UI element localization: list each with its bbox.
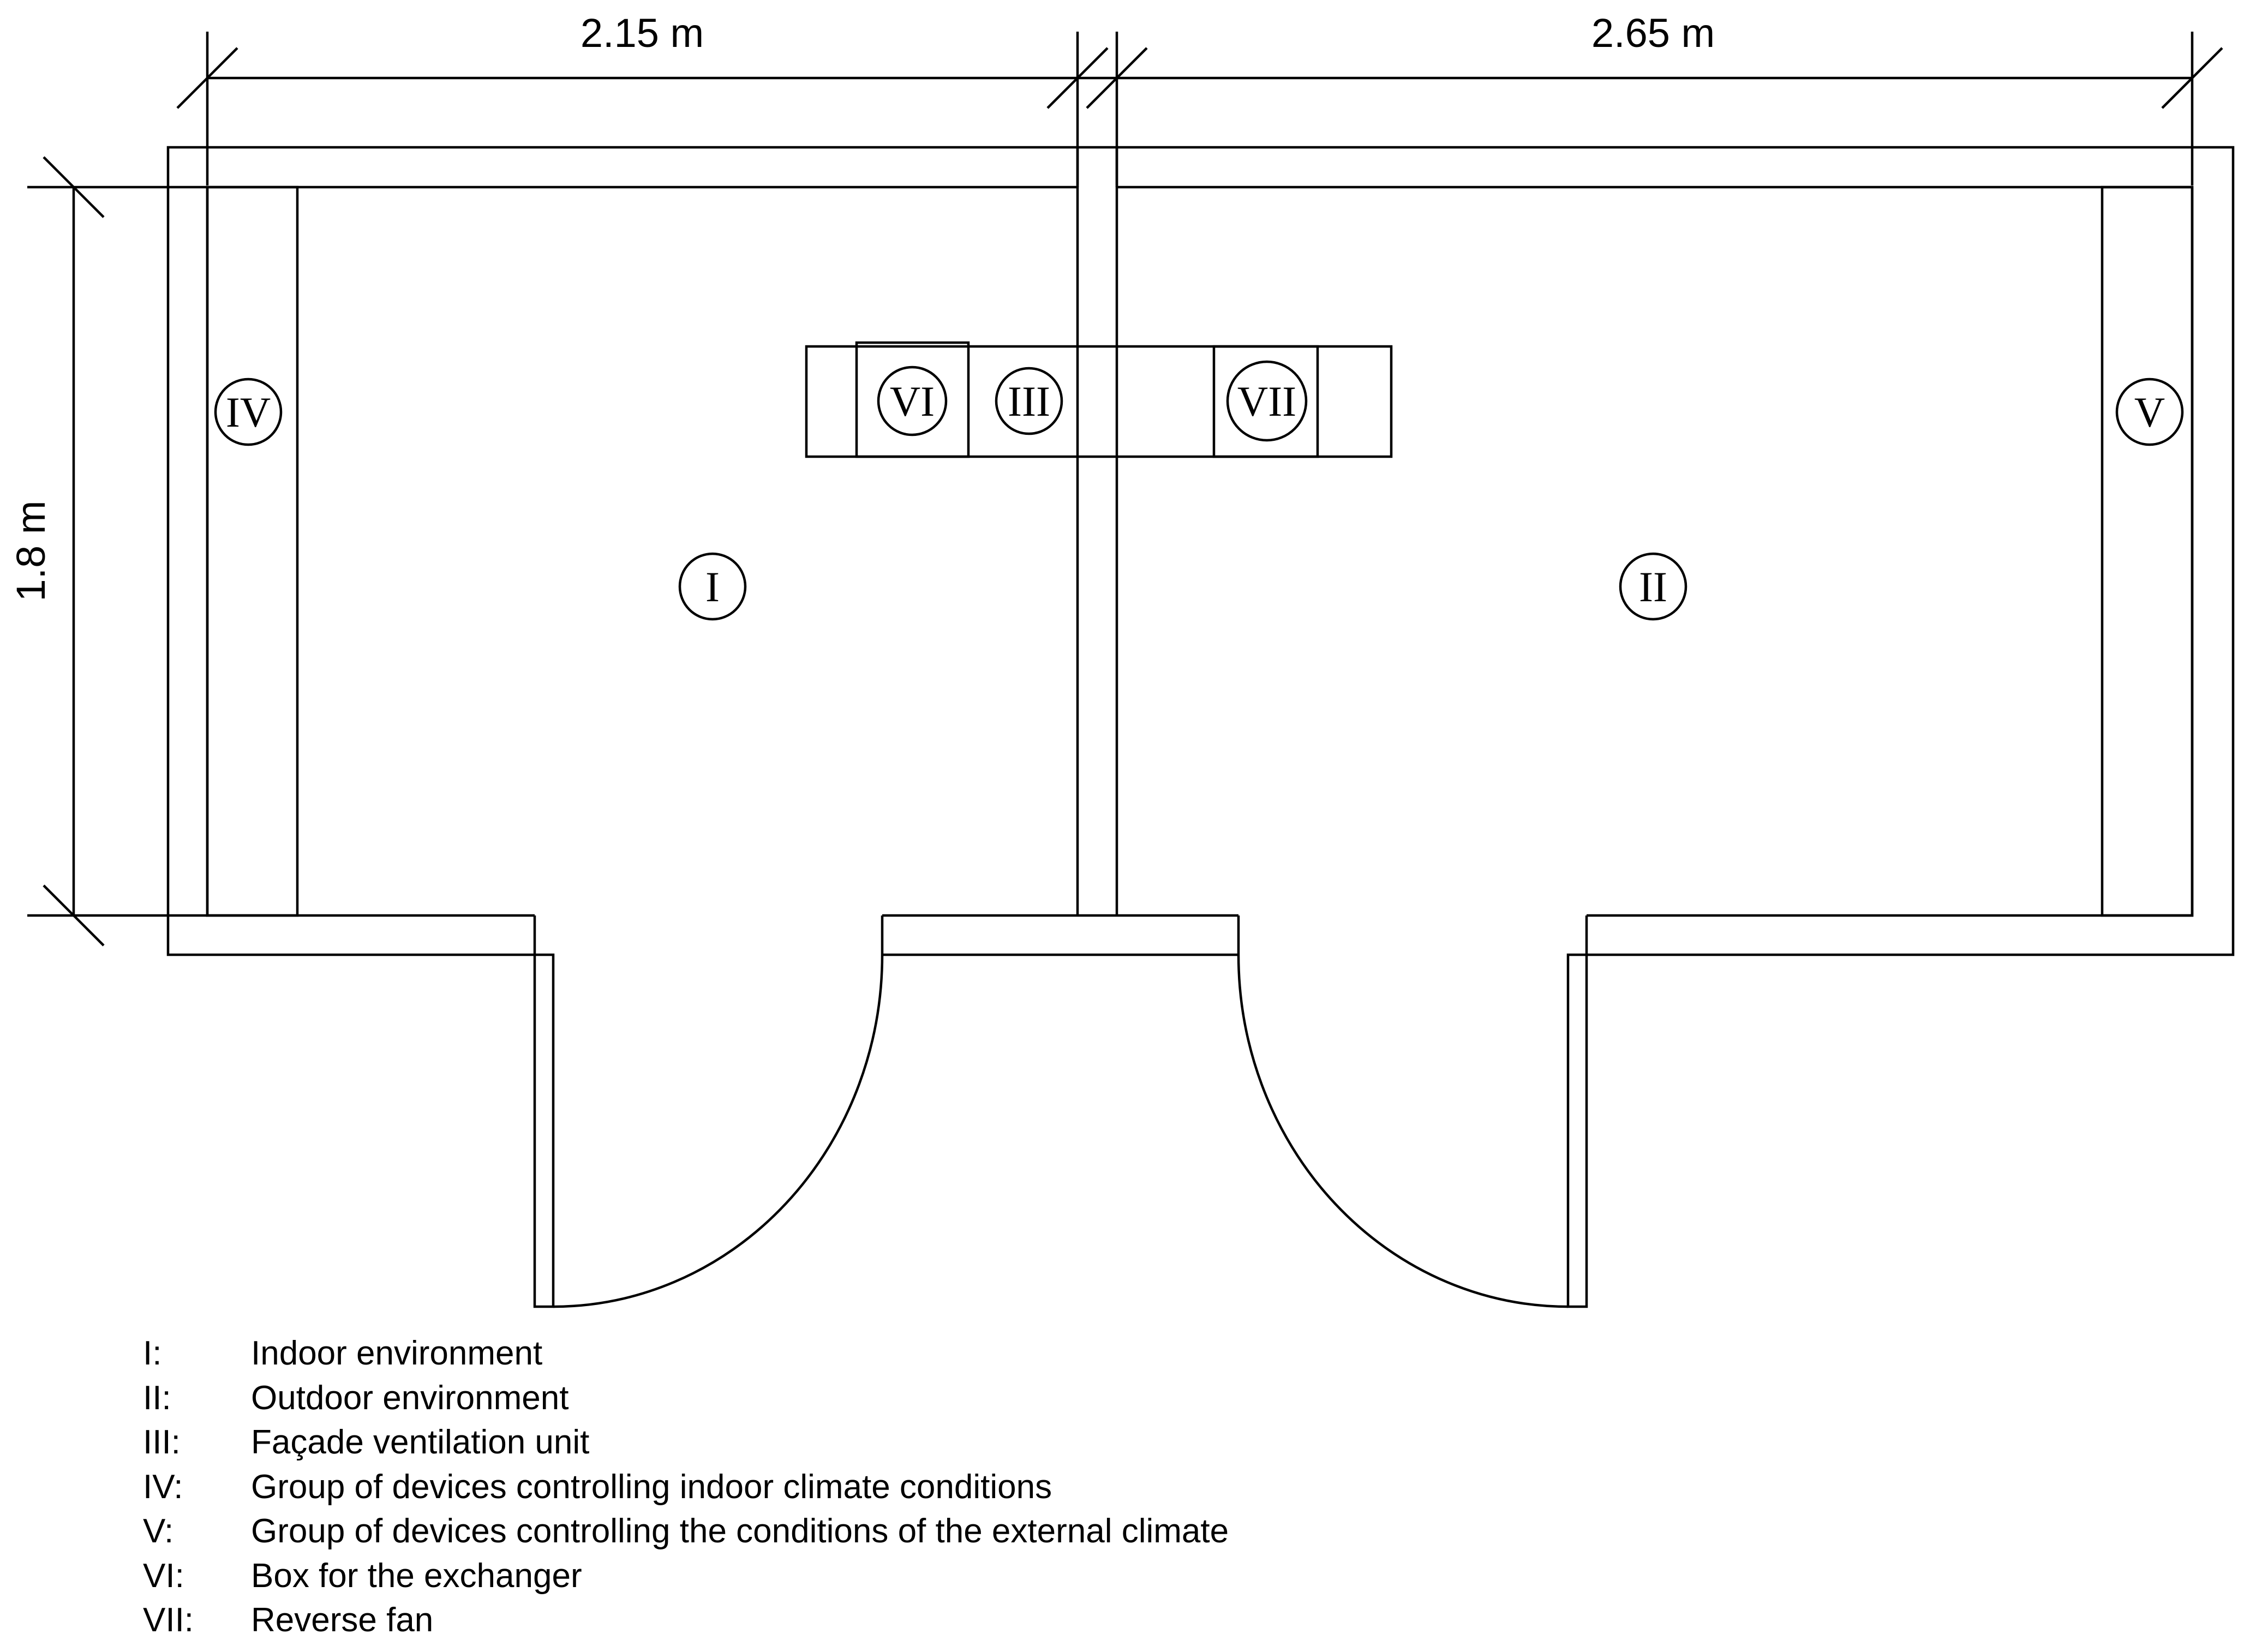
indoor-devices-strip: [206, 185, 299, 917]
legend-key: VI:: [143, 1557, 184, 1595]
marker-label: I: [705, 563, 720, 610]
dimension-tick: [2161, 47, 2223, 109]
dimension-tick: [1086, 47, 1148, 109]
legend-key: III:: [143, 1423, 181, 1461]
outdoor-room-inner-outline: [1115, 185, 2194, 917]
marker-label: II: [1639, 563, 1667, 610]
outer-wall-outline: [166, 146, 2235, 956]
marker-label: VI: [890, 378, 935, 425]
marker-exchanger-box: VI: [877, 366, 948, 436]
marker-outdoor-devices: V: [2115, 378, 2184, 446]
dimension-tick: [176, 47, 238, 109]
legend-description: Group of devices controlling the conditi…: [251, 1512, 1229, 1550]
legend-description: Group of devices controlling indoor clim…: [251, 1468, 1052, 1506]
marker-reverse-fan: VII: [1226, 360, 1308, 442]
marker-label: III: [1008, 378, 1050, 425]
door-indoor: [533, 953, 884, 1308]
legend-key: VII:: [143, 1601, 194, 1639]
marker-label: IV: [226, 388, 271, 436]
marker-label: VII: [1237, 378, 1296, 425]
door-swing-arc: [1237, 954, 1569, 1308]
dimension-tick: [43, 884, 105, 947]
marker-outdoor: II: [1619, 552, 1688, 621]
legend-item: VII: Reverse fan: [143, 1598, 1229, 1643]
legend-key: V:: [143, 1512, 174, 1550]
marker-indoor-devices: IV: [214, 378, 283, 446]
legend-key: IV:: [143, 1468, 183, 1506]
dimension-label-outdoor-width: 2.65 m: [1591, 10, 1715, 56]
dimension-lines: 2.15 m 2.65 m 1.8 m: [8, 10, 2223, 947]
indoor-room-inner-outline: [206, 185, 1079, 917]
dimension-tick: [43, 156, 105, 218]
legend-key: II:: [143, 1379, 171, 1417]
legend-item: II: Outdoor environment: [143, 1376, 1229, 1421]
marker-label: V: [2134, 388, 2165, 436]
legend-description: Box for the exchanger: [251, 1557, 582, 1595]
legend-description: Façade ventilation unit: [251, 1423, 590, 1461]
door-leaf: [1566, 953, 1588, 1308]
legend-item: VI: Box for the exchanger: [143, 1554, 1229, 1599]
dimension-label-height: 1.8 m: [8, 500, 53, 601]
marker-indoor: I: [678, 552, 747, 621]
unit-housing: [805, 345, 1393, 458]
legend-item: I: Indoor environment: [143, 1331, 1229, 1376]
dimension-label-indoor-width: 2.15 m: [581, 10, 704, 56]
legend-item: IV: Group of devices controlling indoor c…: [143, 1465, 1229, 1510]
door-outdoor: [1237, 953, 1588, 1308]
walls: [166, 146, 2235, 956]
exchanger-box: [855, 341, 970, 458]
legend-description: Indoor environment: [251, 1334, 543, 1372]
legend-key: I:: [143, 1334, 162, 1372]
outdoor-devices-strip: [2101, 185, 2194, 917]
marker-facade-unit: III: [995, 367, 1063, 435]
legend-description: Outdoor environment: [251, 1379, 569, 1417]
dimension-tick: [1046, 47, 1109, 109]
reverse-fan-housing: [1212, 345, 1319, 458]
door-swing-arc: [553, 954, 884, 1308]
legend-item: III: Façade ventilation unit: [143, 1420, 1229, 1465]
facade-ventilation-unit: [805, 341, 1393, 458]
legend-item: V: Group of devices controlling the condi…: [143, 1509, 1229, 1554]
door-leaf: [533, 953, 555, 1308]
legend-description: Reverse fan: [251, 1601, 434, 1639]
legend: I: Indoor environment II: Outdoor environm…: [143, 1331, 1229, 1643]
